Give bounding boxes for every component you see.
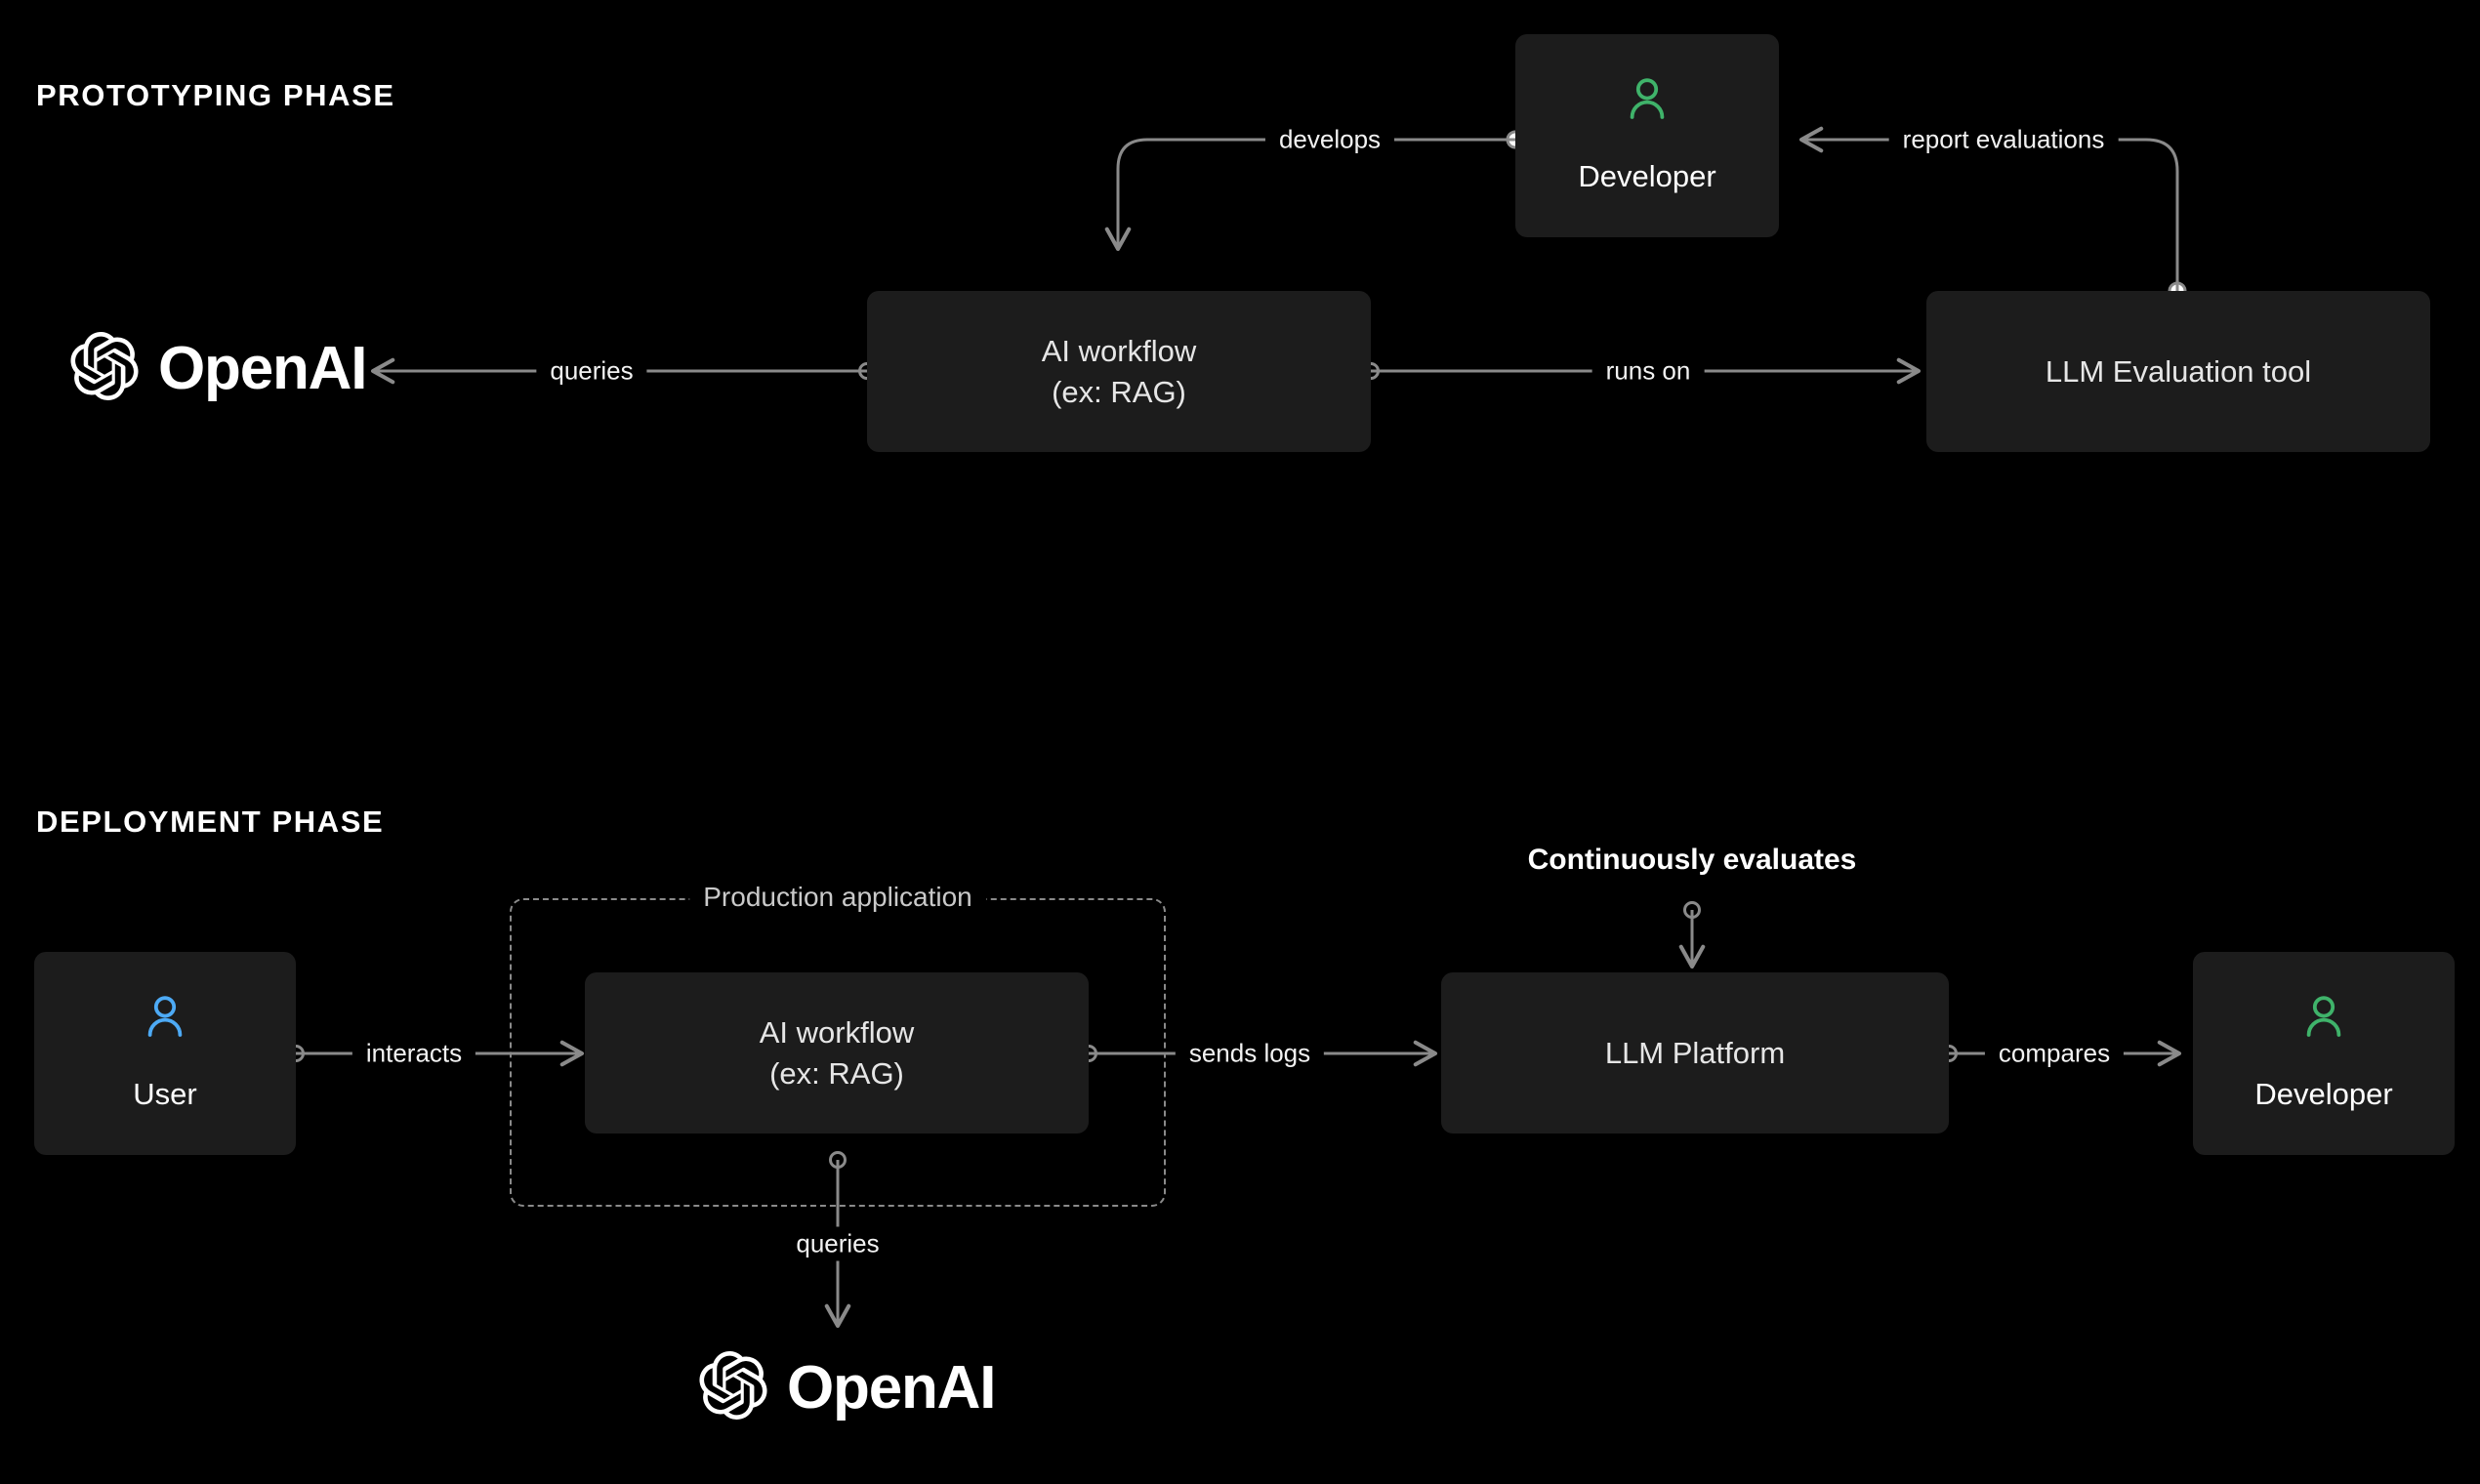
group-production-application-label: Production application xyxy=(689,882,986,913)
node-user[interactable]: User xyxy=(34,952,296,1155)
edge-label-develops: develops xyxy=(1264,122,1395,157)
edge-label-interacts: interacts xyxy=(351,1036,476,1071)
group-production-application: Production application xyxy=(510,882,1166,1207)
person-icon xyxy=(2300,993,2347,1049)
openai-blossom-icon xyxy=(70,332,139,405)
node-llm-platform-label: LLM Platform xyxy=(1604,1035,1786,1070)
edge-label-runs-on: runs on xyxy=(1591,353,1705,389)
node-developer-prototyping[interactable]: Developer xyxy=(1515,34,1779,237)
openai-wordmark-prototyping: OpenAI xyxy=(158,334,367,402)
node-ai-workflow-label: AI workflow (ex: RAG) xyxy=(759,1015,915,1091)
edge-label-report-evaluations: report evaluations xyxy=(1888,122,2119,157)
annotation-continuously-evaluates: Continuously evaluates xyxy=(1513,842,1871,879)
edge-label-compares: compares xyxy=(1984,1036,2125,1071)
node-llm-platform[interactable]: LLM Platform xyxy=(1441,972,1949,1134)
openai-wordmark-deployment: OpenAI xyxy=(787,1353,996,1422)
node-ai-workflow-label: AI workflow (ex: RAG) xyxy=(1041,334,1197,409)
node-developer-label: Developer xyxy=(1578,158,1716,193)
prototyping-phase-title: PROTOTYPING PHASE xyxy=(36,78,395,112)
node-llm-evaluation-tool-label: LLM Evaluation tool xyxy=(2045,353,2312,389)
person-icon xyxy=(1624,75,1671,131)
edge-label-sends-logs: sends logs xyxy=(1175,1036,1325,1071)
openai-logo-prototyping: OpenAI xyxy=(70,332,367,405)
edge-label-queries-deployment: queries xyxy=(782,1226,893,1261)
openai-logo-deployment: OpenAI xyxy=(699,1351,996,1424)
node-ai-workflow-deployment[interactable]: AI workflow (ex: RAG) xyxy=(585,972,1089,1134)
deployment-phase-title: DEPLOYMENT PHASE xyxy=(36,804,385,839)
edge-continuously-evaluates xyxy=(1678,901,1706,969)
node-user-label: User xyxy=(133,1076,197,1111)
openai-blossom-icon xyxy=(699,1351,767,1424)
edge-label-queries-prototyping: queries xyxy=(536,353,647,389)
node-developer-deployment[interactable]: Developer xyxy=(2193,952,2455,1155)
person-icon xyxy=(142,993,188,1049)
node-ai-workflow-prototyping[interactable]: AI workflow (ex: RAG) xyxy=(867,291,1371,452)
node-developer-label: Developer xyxy=(2254,1076,2393,1111)
edge-report-evaluations xyxy=(1798,126,2187,301)
node-llm-evaluation-tool[interactable]: LLM Evaluation tool xyxy=(1926,291,2430,452)
